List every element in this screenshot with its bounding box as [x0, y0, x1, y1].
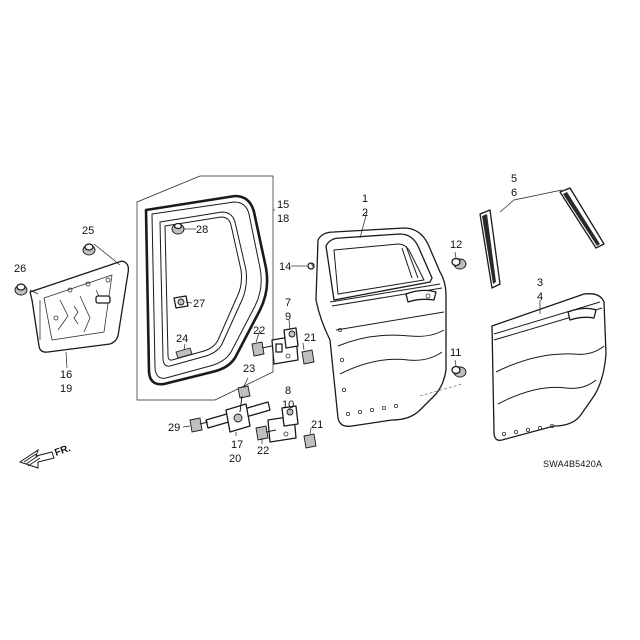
callout-27: 27: [193, 298, 205, 310]
sash-molding-front: [479, 209, 501, 289]
callout-2: 2: [362, 207, 368, 219]
upper-hinge: [271, 327, 299, 365]
clip-28: [171, 222, 185, 235]
callout-18: 18: [277, 213, 289, 225]
leader-lines: [29, 189, 563, 444]
door-bumper-11: [451, 365, 467, 378]
outer-door-skin: [491, 293, 607, 441]
callout-14: 14: [279, 261, 291, 273]
callout-21-lower: 21: [311, 419, 323, 431]
callout-labels: 1 2 3 4 5 6 7 9 8 10 11 12 14 15 18 16 1…: [14, 173, 543, 465]
front-direction-marker: FR.: [18, 443, 72, 469]
door-bumper-12: [451, 257, 467, 270]
callout-9: 9: [285, 311, 291, 323]
callout-21-upper: 21: [304, 332, 316, 344]
callout-22-lower: 22: [257, 445, 269, 457]
grommet-26: [14, 283, 28, 296]
rear-door-assembly: [315, 227, 463, 427]
callout-11: 11: [450, 347, 461, 359]
clip-27: [173, 295, 189, 309]
front-direction-label: FR.: [53, 443, 72, 459]
callout-25: 25: [82, 225, 94, 237]
callout-15: 15: [277, 199, 289, 211]
callout-5: 5: [511, 173, 517, 185]
weatherstrip-group: [136, 175, 274, 401]
callout-24: 24: [176, 333, 188, 345]
callout-4: 4: [537, 291, 543, 303]
clip-24: [175, 347, 193, 359]
bolt-22-upper: [251, 341, 273, 357]
callout-26: 26: [14, 263, 26, 275]
callout-7: 7: [285, 297, 291, 309]
callout-3: 3: [537, 277, 543, 289]
diagram-code: SWA4B5420A: [543, 459, 602, 469]
clip-14: [307, 262, 315, 270]
callout-19: 19: [60, 383, 72, 395]
callout-23: 23: [243, 363, 255, 375]
callout-1: 1: [362, 193, 368, 205]
callout-29: 29: [168, 422, 180, 434]
callout-16: 16: [60, 369, 72, 381]
grommet-25: [82, 243, 96, 256]
callout-22-upper: 22: [253, 325, 265, 337]
door-inner-panel: [29, 260, 130, 353]
callout-12: 12: [450, 239, 462, 251]
bolt-21-lower: [303, 433, 317, 449]
door-checker: [205, 385, 271, 433]
callout-6: 6: [511, 187, 517, 199]
lower-hinge: [267, 405, 299, 443]
callout-28: 28: [196, 224, 208, 236]
callout-10: 10: [282, 399, 294, 411]
callout-17: 17: [231, 439, 243, 451]
sash-molding-rear: [559, 187, 605, 249]
callout-8: 8: [285, 385, 291, 397]
bolt-29: [189, 417, 209, 433]
bolt-21-upper: [301, 349, 315, 365]
bolt-22-lower: [255, 425, 277, 441]
callout-20: 20: [229, 453, 241, 465]
